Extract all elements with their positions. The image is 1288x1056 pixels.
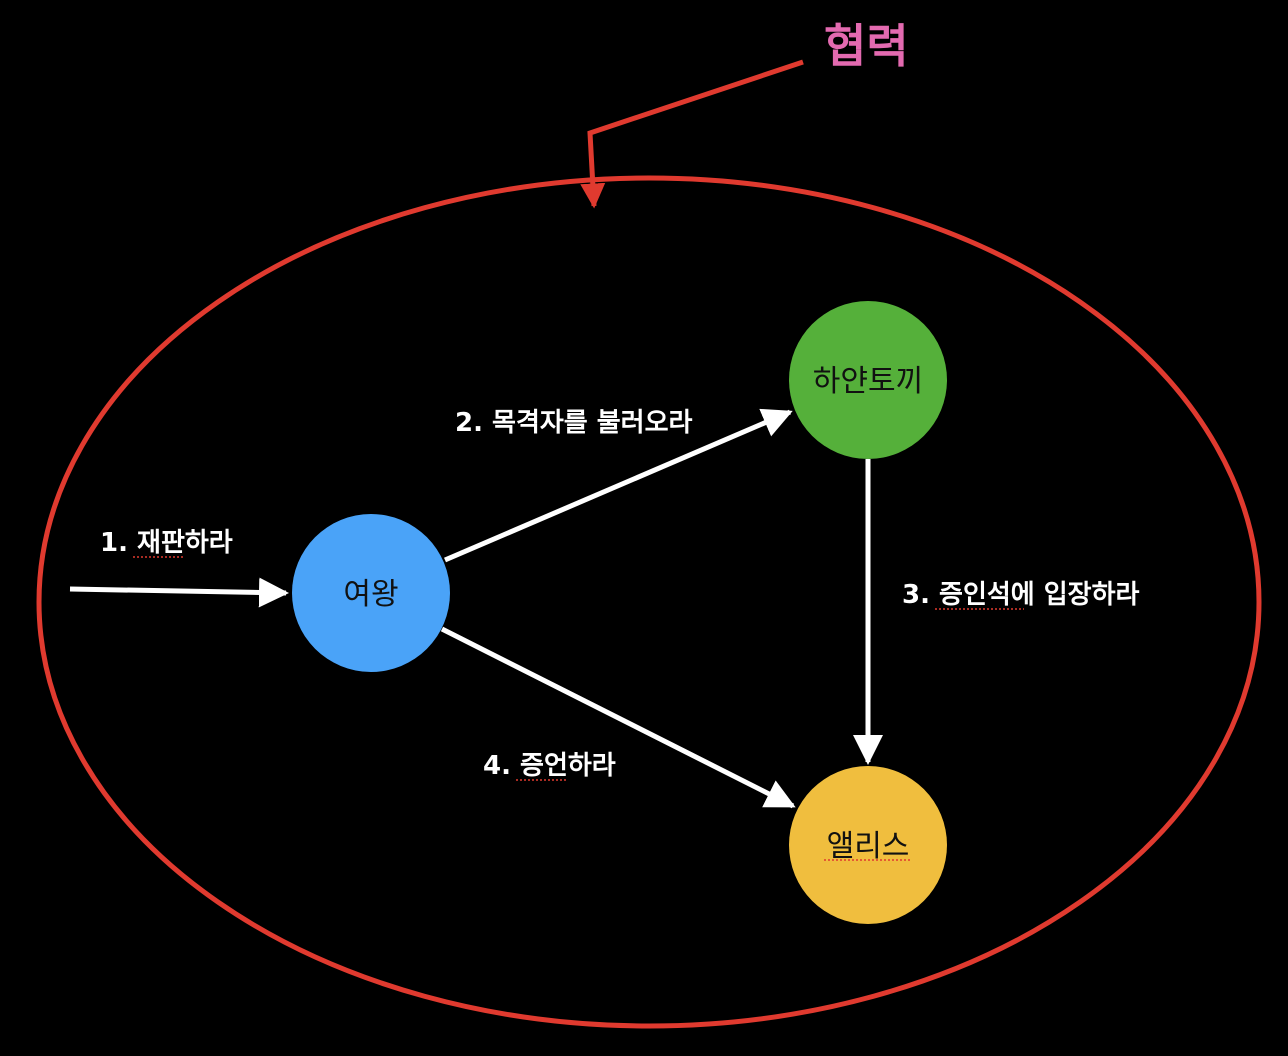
node-alice: 앨리스 [789,766,947,924]
node-queen: 여왕 [292,514,450,672]
node-queen-circle [292,514,450,672]
node-white-rabbit-circle [789,301,947,459]
collaboration-boundary [36,175,1262,1029]
node-white-rabbit: 하얀토끼 [789,301,947,459]
edge-2-label: 2. 목격자를 불러오라 [455,408,693,438]
node-white-rabbit-label: 하얀토끼 [813,364,923,399]
edge-4-arrow [440,626,796,809]
edge-3-label: 3. 증인석에 입장하라 [902,580,1140,610]
node-queen-label: 여왕 [343,577,398,612]
title-pointer-arrow [580,59,804,209]
edge-4-label: 4. 증언하라 [483,751,616,781]
edge-1-label: 1. 재판하라 [100,528,233,558]
node-alice-label: 앨리스 [827,829,910,864]
node-alice-circle [789,766,947,924]
edge-1-arrow [69,577,289,608]
edge-2-arrow [444,408,793,563]
diagram-title: 협력 [824,19,909,73]
